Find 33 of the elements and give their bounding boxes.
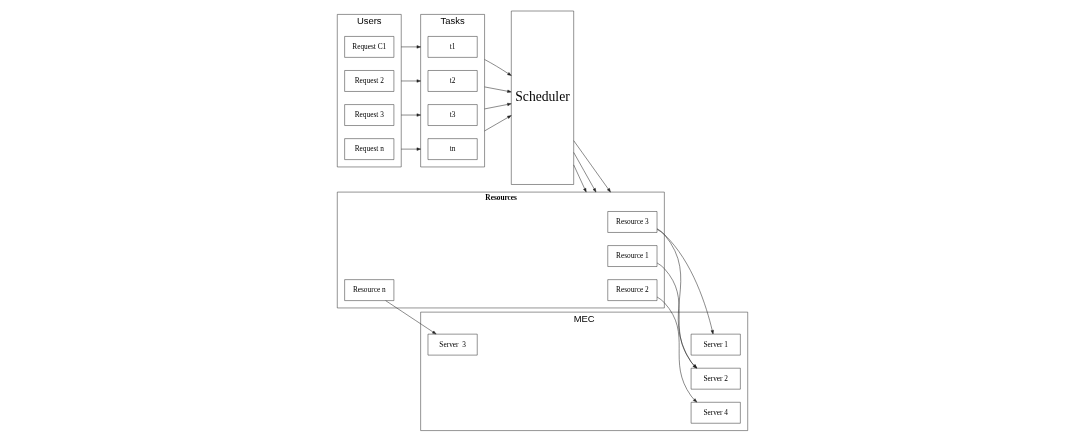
arrow <box>572 140 611 193</box>
node-box: Server 1 <box>690 333 741 356</box>
node-box: Request n <box>343 138 394 160</box>
arrow <box>400 45 421 49</box>
node-box: tn <box>427 138 477 160</box>
node-box: Resource n <box>343 279 394 301</box>
node-box: Request 2 <box>343 70 394 92</box>
node-box: t3 <box>427 104 477 126</box>
node-box: t2 <box>427 70 477 92</box>
arrow <box>400 147 421 151</box>
node-box: Scheduler <box>510 10 574 185</box>
arrow <box>656 228 697 369</box>
node-box: Resource 3 <box>607 211 657 233</box>
arrow <box>656 262 697 369</box>
arrow <box>572 164 586 193</box>
node-box: Server 4 <box>690 402 741 424</box>
arrow <box>384 300 436 335</box>
node-box: Request C1 <box>343 36 394 58</box>
arrow <box>656 296 697 403</box>
node-box: Resource 1 <box>607 245 657 267</box>
arrow <box>572 152 596 193</box>
node-box: Server 3 <box>427 333 477 356</box>
node-box: Resource 2 <box>607 279 657 301</box>
arrow <box>400 79 421 83</box>
arrow <box>483 115 511 132</box>
node-box: t1 <box>427 36 477 58</box>
arrow <box>400 113 421 117</box>
arrow <box>483 86 511 93</box>
node-box: Request 3 <box>343 104 394 126</box>
node-box: Server 2 <box>690 367 741 390</box>
arrow <box>483 102 511 110</box>
arrow <box>656 229 714 335</box>
arrow <box>483 59 512 76</box>
